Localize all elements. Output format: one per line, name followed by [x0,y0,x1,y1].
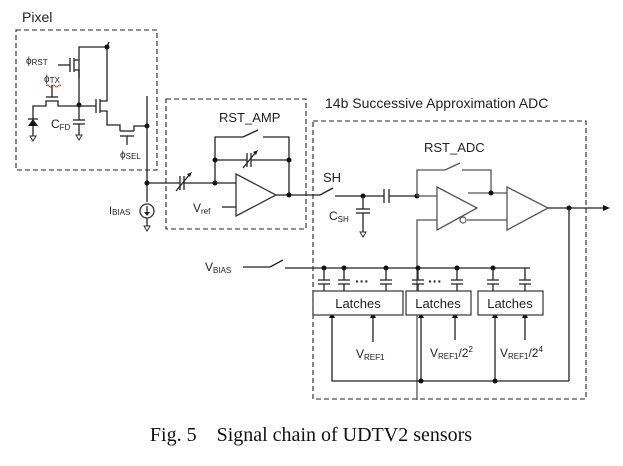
capacitor-array [318,265,531,292]
figure-caption: Fig. 5 Signal chain of UDTV2 sensors [150,424,472,446]
i-bias-label: IBIAS [109,205,130,217]
pixel-block-outline [15,29,158,171]
latch-2: Latches [405,290,472,316]
cap-group-1 [318,265,392,292]
rst-adc-label: RST_ADC [424,140,485,155]
adc-block-outline [312,120,587,400]
cap-group-2 [412,265,463,292]
phi-sel-label: ϕSEL [120,150,141,161]
latch-2-label: Latches [415,296,461,311]
pixel-block-title: Pixel [22,9,52,25]
vref1-div4-label: VREF1/22 [430,345,473,361]
v-bias-label: VBIAS [205,260,231,275]
ellipsis-1: ··· [355,273,369,289]
rst-amp-label: RST_AMP [219,110,280,125]
vref1-div16-label: VREF1/24 [500,345,543,361]
sh-label: SH [323,170,341,185]
phi-tx-label: ϕTX [44,74,60,85]
adc-block-title: 14b Successive Approximation ADC [325,95,548,111]
vref1-label: VREF1 [356,347,385,362]
column-amplifier [147,129,313,218]
latch-1-label: Latches [335,296,381,311]
latch-1: Latches [312,290,404,316]
latch-3: Latches [477,290,544,316]
amp-block-outline [165,98,307,230]
c-sh-label: CSH [329,209,349,224]
ellipsis-2: ··· [428,273,442,289]
phi-rst-label: ϕRST [26,56,48,67]
pixel-circuit [28,41,150,145]
cap-group-3 [487,265,531,292]
latch-3-label: Latches [487,296,533,311]
adc-circuit [243,162,610,400]
spellcheck-underline [45,84,62,88]
v-ref-label: Vref [193,201,211,216]
c-fd-label: CFD [51,117,71,132]
column-line [139,96,155,232]
